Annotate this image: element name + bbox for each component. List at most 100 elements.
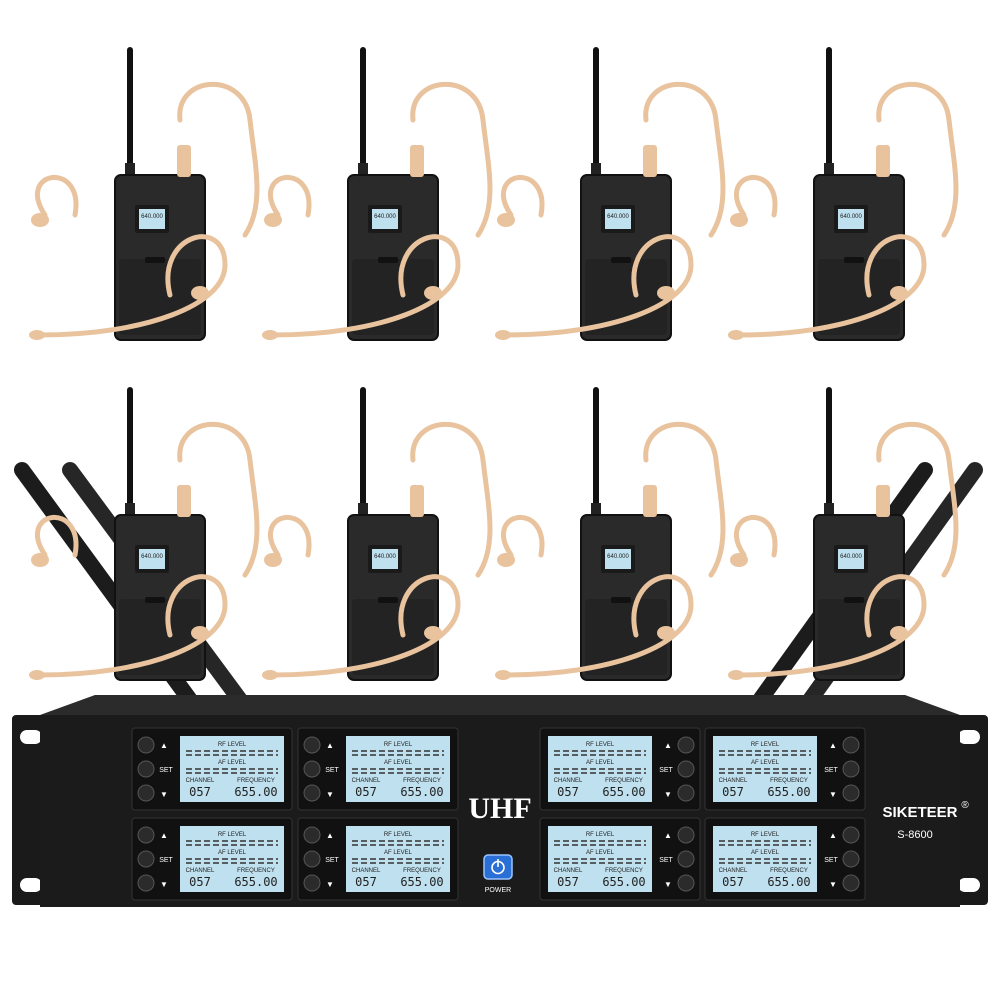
frequency-value: 655.00: [602, 875, 645, 889]
registered-mark: ®: [961, 800, 969, 811]
af-level-label: AF LEVEL: [586, 760, 615, 766]
set-label: SET: [325, 767, 339, 774]
channel-value: 057: [189, 785, 211, 799]
set-label: SET: [325, 857, 339, 864]
up-arrow-icon: ▲: [326, 831, 334, 840]
af-level-label: AF LEVEL: [751, 760, 780, 766]
down-button[interactable]: [677, 784, 695, 802]
up-button[interactable]: [303, 826, 321, 844]
frequency-label: FREQUENCY: [403, 868, 441, 874]
up-button[interactable]: [303, 736, 321, 754]
down-arrow-icon: ▼: [326, 880, 334, 889]
channel-value: 057: [189, 875, 211, 889]
bodypack-screen-text: 640.000: [374, 214, 396, 220]
up-arrow-icon: ▲: [160, 741, 168, 750]
set-label: SET: [824, 857, 838, 864]
down-button[interactable]: [137, 784, 155, 802]
down-arrow-icon: ▼: [829, 790, 837, 799]
up-button[interactable]: [842, 826, 860, 844]
uhf-label: UHF: [468, 792, 531, 825]
frequency-value: 655.00: [767, 785, 810, 799]
up-arrow-icon: ▲: [664, 741, 672, 750]
bodypack-screen-text: 640.000: [607, 214, 629, 220]
set-button[interactable]: [677, 850, 695, 868]
frequency-value: 655.00: [234, 785, 277, 799]
up-arrow-icon: ▲: [829, 831, 837, 840]
up-arrow-icon: ▲: [664, 831, 672, 840]
down-arrow-icon: ▼: [326, 790, 334, 799]
channel-value: 057: [557, 875, 579, 889]
frequency-label: FREQUENCY: [403, 778, 441, 784]
down-button[interactable]: [842, 874, 860, 892]
up-button[interactable]: [137, 826, 155, 844]
set-button[interactable]: [677, 760, 695, 778]
frequency-label: FREQUENCY: [237, 868, 275, 874]
down-button[interactable]: [137, 874, 155, 892]
bodypack-screen-text: 640.000: [141, 554, 163, 560]
down-arrow-icon: ▼: [664, 790, 672, 799]
channel-label: CHANNEL: [554, 868, 583, 874]
down-arrow-icon: ▼: [664, 880, 672, 889]
down-button[interactable]: [677, 874, 695, 892]
bodypack-screen-text: 640.000: [607, 554, 629, 560]
down-arrow-icon: ▼: [160, 790, 168, 799]
up-button[interactable]: [677, 826, 695, 844]
set-label: SET: [159, 767, 173, 774]
frequency-value: 655.00: [602, 785, 645, 799]
down-button[interactable]: [303, 874, 321, 892]
channel-value: 057: [355, 875, 377, 889]
af-level-label: AF LEVEL: [751, 850, 780, 856]
rf-level-label: RF LEVEL: [218, 832, 247, 838]
rf-level-label: RF LEVEL: [384, 742, 413, 748]
channel-label: CHANNEL: [352, 868, 381, 874]
down-arrow-icon: ▼: [160, 880, 168, 889]
rf-level-label: RF LEVEL: [586, 832, 615, 838]
bodypack-transmitter: 640.000: [29, 387, 260, 681]
frequency-value: 655.00: [400, 785, 443, 799]
up-arrow-icon: ▲: [160, 831, 168, 840]
set-button[interactable]: [842, 760, 860, 778]
frequency-label: FREQUENCY: [605, 868, 643, 874]
frequency-value: 655.00: [767, 875, 810, 889]
af-level-label: AF LEVEL: [384, 760, 413, 766]
up-button[interactable]: [137, 736, 155, 754]
up-button[interactable]: [842, 736, 860, 754]
bodypack-transmitter: 640.000: [728, 47, 959, 341]
rf-level-label: RF LEVEL: [751, 742, 780, 748]
set-button[interactable]: [842, 850, 860, 868]
down-button[interactable]: [303, 784, 321, 802]
set-button[interactable]: [137, 760, 155, 778]
frequency-label: FREQUENCY: [770, 868, 808, 874]
af-level-label: AF LEVEL: [384, 850, 413, 856]
rf-level-label: RF LEVEL: [586, 742, 615, 748]
rf-level-label: RF LEVEL: [384, 832, 413, 838]
bodypack-screen-text: 640.000: [374, 554, 396, 560]
bodypack-screen-text: 640.000: [141, 214, 163, 220]
bodypack-screen-text: 640.000: [840, 214, 862, 220]
down-arrow-icon: ▼: [829, 880, 837, 889]
channel-value: 057: [722, 785, 744, 799]
channel-value: 057: [722, 875, 744, 889]
bodypack-transmitter: 640.000: [262, 47, 493, 341]
set-button[interactable]: [303, 760, 321, 778]
up-button[interactable]: [677, 736, 695, 754]
set-button[interactable]: [303, 850, 321, 868]
channel-label: CHANNEL: [554, 778, 583, 784]
down-button[interactable]: [842, 784, 860, 802]
frequency-label: FREQUENCY: [237, 778, 275, 784]
frequency-label: FREQUENCY: [605, 778, 643, 784]
brand-name: SIKETEER: [882, 804, 957, 821]
frequency-value: 655.00: [400, 875, 443, 889]
set-button[interactable]: [137, 850, 155, 868]
up-arrow-icon: ▲: [829, 741, 837, 750]
bodypack-transmitter: 640.000: [495, 387, 726, 681]
frequency-label: FREQUENCY: [770, 778, 808, 784]
channel-value: 057: [557, 785, 579, 799]
